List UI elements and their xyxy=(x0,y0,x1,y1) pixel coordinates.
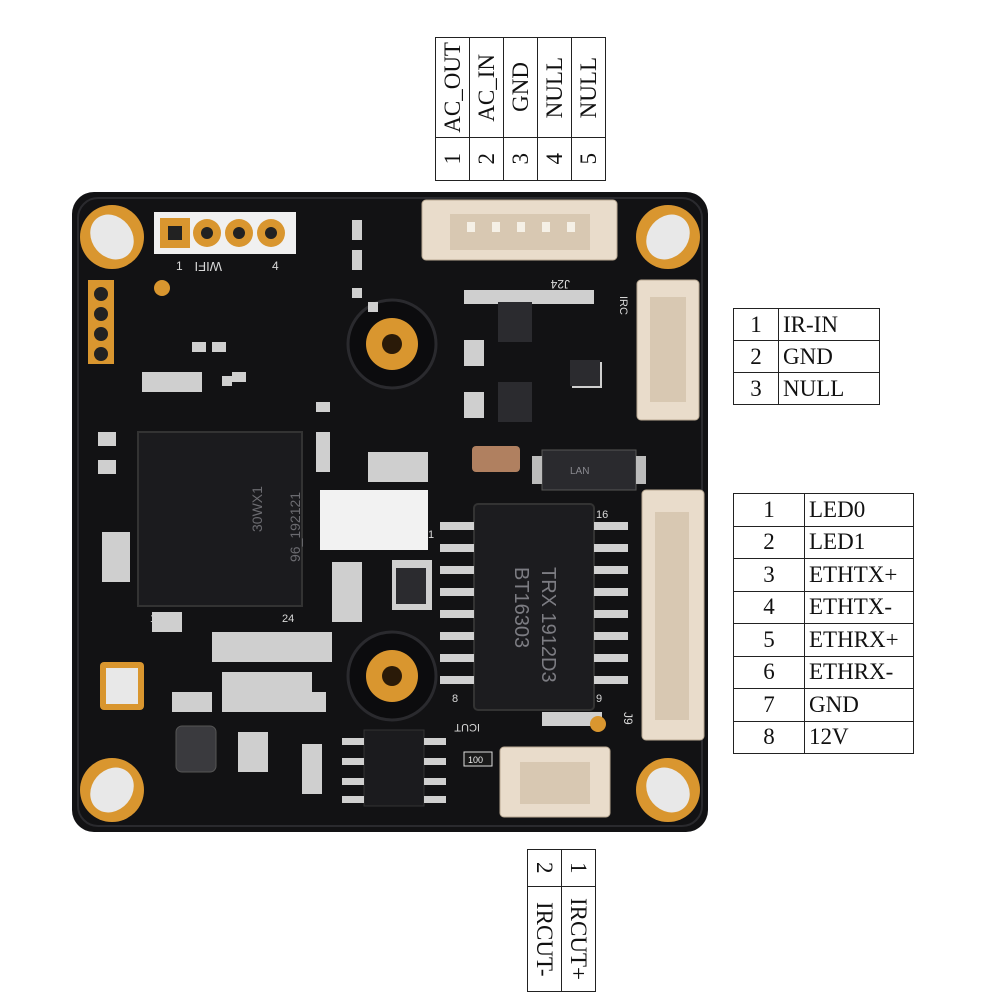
main-soc-chip xyxy=(137,431,303,607)
pin-name: GND xyxy=(778,340,880,373)
pin-number: 1 xyxy=(440,152,465,165)
lens-mount-hole-bottom xyxy=(346,630,438,722)
pin-number: 7 xyxy=(733,688,805,722)
pin-name-cell: NULL xyxy=(537,37,572,138)
pin-number: 2 xyxy=(733,340,779,373)
pin-name: ETHTX+ xyxy=(804,558,914,592)
power-diode xyxy=(532,449,646,491)
pin-name-cell: NULL xyxy=(571,37,606,138)
transformer-marking-line2: BT16303 xyxy=(510,567,532,648)
ircut-connector-pinout-table: 2 1 IRCUT- IRCUT+ xyxy=(527,849,596,992)
pin-number: 3 xyxy=(733,558,805,592)
pin-number: 5 xyxy=(576,152,601,165)
pin-number: 1 xyxy=(566,862,591,874)
pin24-silk-left: 24 xyxy=(282,613,294,625)
transformer-pins xyxy=(440,522,628,684)
top-connector-j2 xyxy=(421,199,618,261)
resistor-100 xyxy=(463,751,493,767)
pin-name: NULL xyxy=(576,56,601,119)
j9-silk-label: J9 xyxy=(621,712,635,725)
test-pad xyxy=(590,716,606,732)
camera-pcb-board: WIFI 1 4 J24 IRC J9 ICUT 30WX1 96_192121… xyxy=(72,192,708,832)
wifi-pin1-silk: 1 xyxy=(176,259,183,273)
j24-silk-label: J24 xyxy=(550,277,570,291)
mounting-hole-bottom-right xyxy=(636,758,700,822)
pin-name: NULL xyxy=(542,56,567,119)
pin-number: 2 xyxy=(733,525,805,559)
icut-silk-label: ICUT xyxy=(454,721,480,733)
pin-number: 4 xyxy=(542,152,567,165)
microphone-module xyxy=(100,662,144,710)
pin-name: ETHRX- xyxy=(804,655,914,689)
pin-number-cell: 3 xyxy=(503,136,538,181)
irc-silk-label: IRC xyxy=(617,296,629,315)
pin-name-cell: GND xyxy=(503,37,538,138)
ir-connector xyxy=(636,279,700,421)
pin-number: 1 xyxy=(733,493,805,527)
pin-name-cell: AC_IN xyxy=(469,37,504,138)
pin-name: AC_OUT xyxy=(440,42,465,133)
white-label-patch xyxy=(320,490,428,550)
pin-number: 8 xyxy=(733,720,805,754)
pin-number-cell: 1 xyxy=(435,136,470,181)
pin8-silk: 8 xyxy=(452,693,458,705)
pin-number-cell: 4 xyxy=(537,136,572,181)
lens-mount-hole-top xyxy=(346,298,438,390)
test-pad xyxy=(154,280,170,296)
power-inductor xyxy=(175,725,217,773)
mounting-hole-top-right xyxy=(636,205,700,269)
mounting-hole-top-left xyxy=(80,205,144,269)
left-header-pads xyxy=(88,280,114,364)
soc-marking-line2: 96_192121 xyxy=(287,492,303,562)
pin-name: IRCUT+ xyxy=(566,898,591,980)
pin-name: ETHTX- xyxy=(804,590,914,624)
pin-name: LED0 xyxy=(804,493,914,527)
pin-name: 12V xyxy=(804,720,914,754)
pin-name-cell: IRCUT+ xyxy=(561,886,596,992)
soc-marking-line1: 30WX1 xyxy=(249,486,265,532)
pin-number: 2 xyxy=(474,152,499,165)
pin-number: 5 xyxy=(733,623,805,657)
mounting-hole-bottom-left xyxy=(80,758,144,822)
pin-name-cell: IRCUT- xyxy=(527,886,562,992)
resistor-100-label: 100 xyxy=(468,755,483,765)
pin-number: 3 xyxy=(733,372,779,405)
lan-silk: LAN xyxy=(570,466,589,477)
pin-name: IRCUT- xyxy=(532,901,557,977)
pin-name: AC_IN xyxy=(474,53,499,122)
pin-number: 1 xyxy=(733,308,779,341)
bottom-ic xyxy=(363,729,425,807)
pin-number: 6 xyxy=(733,655,805,689)
ethernet-connector-j9 xyxy=(641,489,705,741)
transformer-marking-line1: TRX 1912D3 xyxy=(537,567,559,683)
pin-name: LED1 xyxy=(804,525,914,559)
pin-name: NULL xyxy=(778,372,880,405)
wifi-pin4-silk: 4 xyxy=(272,259,279,273)
pin-name: GND xyxy=(508,62,533,113)
pin-name: ETHRX+ xyxy=(804,623,914,657)
pin-name-cell: AC_OUT xyxy=(435,37,470,138)
pin-number-cell: 5 xyxy=(571,136,606,181)
pin-number-cell: 1 xyxy=(561,849,596,887)
pin-number-cell: 2 xyxy=(527,849,562,887)
smd-dark-components xyxy=(396,302,600,604)
pin1-silk: 1 xyxy=(428,529,434,541)
pin-name: GND xyxy=(804,688,914,722)
pin9-silk: 9 xyxy=(596,693,602,705)
wifi-header xyxy=(154,212,296,254)
pin-number-cell: 2 xyxy=(469,136,504,181)
ircut-connector xyxy=(499,746,611,818)
pin-name: IR-IN xyxy=(778,308,880,341)
top-connector-pinout-table: AC_OUT AC_IN GND NULL NULL 1 2 3 4 5 xyxy=(435,37,606,181)
pin-number: 4 xyxy=(733,590,805,624)
bottom-ic-pins xyxy=(342,738,446,803)
pin16-silk: 16 xyxy=(596,509,608,521)
ethernet-transformer xyxy=(473,503,595,711)
pin-number: 3 xyxy=(508,152,533,165)
wifi-silk-label: WIFI xyxy=(195,259,222,274)
pin-number: 2 xyxy=(532,862,557,874)
ceramic-capacitor xyxy=(472,446,520,472)
